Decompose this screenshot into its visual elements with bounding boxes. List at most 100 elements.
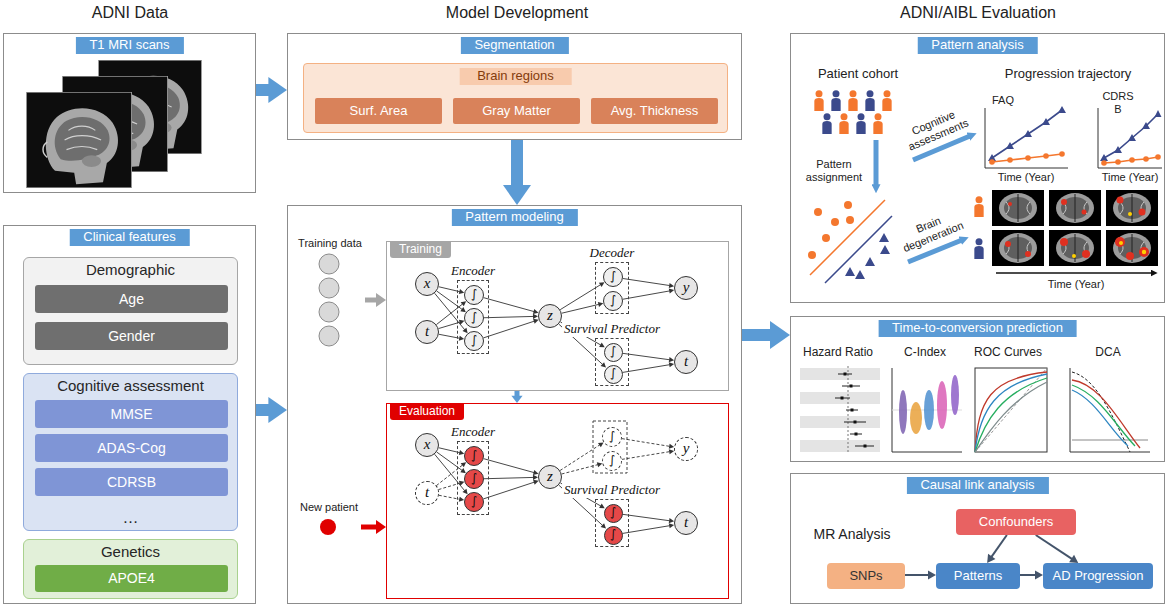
patient-dot: [320, 519, 336, 535]
patient-cohort: [814, 90, 823, 111]
node-title: APOE4: [108, 570, 155, 586]
violin-plot: [937, 381, 947, 429]
brain-scan: [1106, 190, 1158, 226]
neuron-circle: ∫: [604, 343, 623, 362]
violin-plot: [924, 390, 934, 430]
node-title: Pattern modeling: [451, 209, 577, 226]
connector: [435, 293, 468, 333]
connector-line: [622, 514, 669, 520]
brain-scan: [1139, 247, 1149, 257]
faq-chart: [985, 106, 1068, 168]
pattern-scatter: [822, 234, 830, 242]
node-title: ∫: [471, 311, 477, 325]
roc-plot: [975, 382, 1047, 452]
node-title: x: [424, 436, 431, 453]
node-title: Time-to-conversion prediction: [878, 320, 1077, 337]
section-panel: T1 MRI scans: [3, 33, 256, 193]
neuron-circle: ∫: [464, 469, 484, 489]
connector-line: [622, 439, 670, 447]
column-heading: ADNI Data: [20, 3, 240, 22]
roc-plot: [975, 378, 1047, 452]
brain-scan: [1025, 251, 1031, 257]
group-box: APOE4Genetics: [23, 539, 238, 599]
chart-title: Hazard Ratio: [793, 345, 883, 359]
node-title: Causal link analysis: [906, 477, 1048, 494]
section-panel: Surf. AreaGray MatterAvg. ThicknessBrain…: [287, 33, 742, 140]
connector-line: [435, 293, 465, 330]
connector-line: [483, 321, 534, 338]
connector-line: [562, 304, 599, 313]
dca-plot: [1072, 372, 1130, 452]
node-title: t: [684, 514, 688, 531]
training-samples: [319, 326, 339, 346]
faq-chart: [1043, 153, 1049, 159]
forest-plot: [800, 366, 880, 454]
brain-scan: [1115, 237, 1125, 247]
arrow-label: Brain degeneration: [892, 205, 970, 257]
dca-plot: [1070, 368, 1150, 452]
brain-scan: [992, 190, 1044, 226]
axis-label: Time (Year): [1098, 171, 1162, 184]
connector-line: [515, 391, 520, 397]
factor-box: SNPs: [827, 563, 905, 589]
cdrsb-chart: [1143, 156, 1149, 162]
neuron-circle: ∫: [464, 492, 484, 512]
chart-title: ROC Curves: [968, 345, 1048, 359]
neuron-circle: ∫: [604, 504, 623, 523]
node-title: SNPs: [849, 569, 882, 584]
pattern-scatter: [814, 208, 822, 216]
feature-box: MMSE: [35, 400, 228, 428]
arrowhead: [928, 571, 936, 580]
brain-scan: [1126, 252, 1134, 260]
mri-stack: [26, 92, 132, 188]
faq-chart: [989, 159, 995, 165]
node-title: CDRSB: [107, 474, 156, 490]
connector: [622, 523, 674, 533]
node-title: t: [425, 484, 429, 501]
arrowhead: [376, 293, 386, 307]
stage-box: xt∫∫∫Encoderz∫∫Decoder∫∫Survival Predict…: [386, 241, 729, 391]
flow-arrow: [874, 140, 879, 186]
neuron-circle: ∫: [602, 451, 622, 471]
connector-line: [511, 140, 523, 187]
connector-line: [435, 454, 465, 491]
layer-box: ∫∫Survival Predictor: [595, 338, 629, 386]
node-title: ∫: [609, 454, 615, 468]
connector: [511, 391, 522, 403]
neuron-circle: ∫: [464, 331, 484, 351]
node-title: Encoder: [449, 264, 497, 279]
node-title: MMSE: [111, 406, 153, 422]
variable-circle: z: [538, 465, 562, 489]
node-title: t: [425, 323, 429, 340]
cdrsb-chart: [1104, 157, 1158, 163]
patient-cohort: [848, 90, 857, 111]
node-title: ∫: [610, 345, 616, 359]
forest-plot: [841, 373, 867, 448]
variable-circle: z: [538, 304, 562, 328]
brain-scan: [1060, 238, 1068, 246]
arrowhead: [376, 520, 386, 534]
dca-plot: [1072, 380, 1140, 448]
node-title: Gray Matter: [482, 104, 551, 119]
brain-scan: [1106, 230, 1158, 266]
connector: [483, 319, 538, 338]
brain-scan: [1072, 254, 1076, 258]
patient-cohort: [865, 90, 874, 111]
node-title: ∫: [610, 294, 616, 308]
section-panel: Time-to-conversion prediction: [790, 316, 1165, 462]
node-title: ∫: [610, 506, 616, 520]
node-title: ∫: [471, 472, 477, 486]
patient-cohort: [856, 113, 865, 134]
neuron-circle: ∫: [464, 308, 484, 328]
arrowhead: [1035, 571, 1043, 580]
connector: [435, 454, 468, 494]
arrowhead: [268, 77, 287, 103]
node-title: Decoder: [588, 246, 637, 261]
connector-line: [1036, 535, 1073, 559]
connector-line: [365, 298, 377, 303]
node-title: ∫: [609, 430, 615, 444]
time-axis: [996, 272, 1152, 274]
forest-plot: [800, 416, 880, 428]
node-title: Evaluation: [390, 404, 464, 420]
connector: [560, 282, 604, 309]
